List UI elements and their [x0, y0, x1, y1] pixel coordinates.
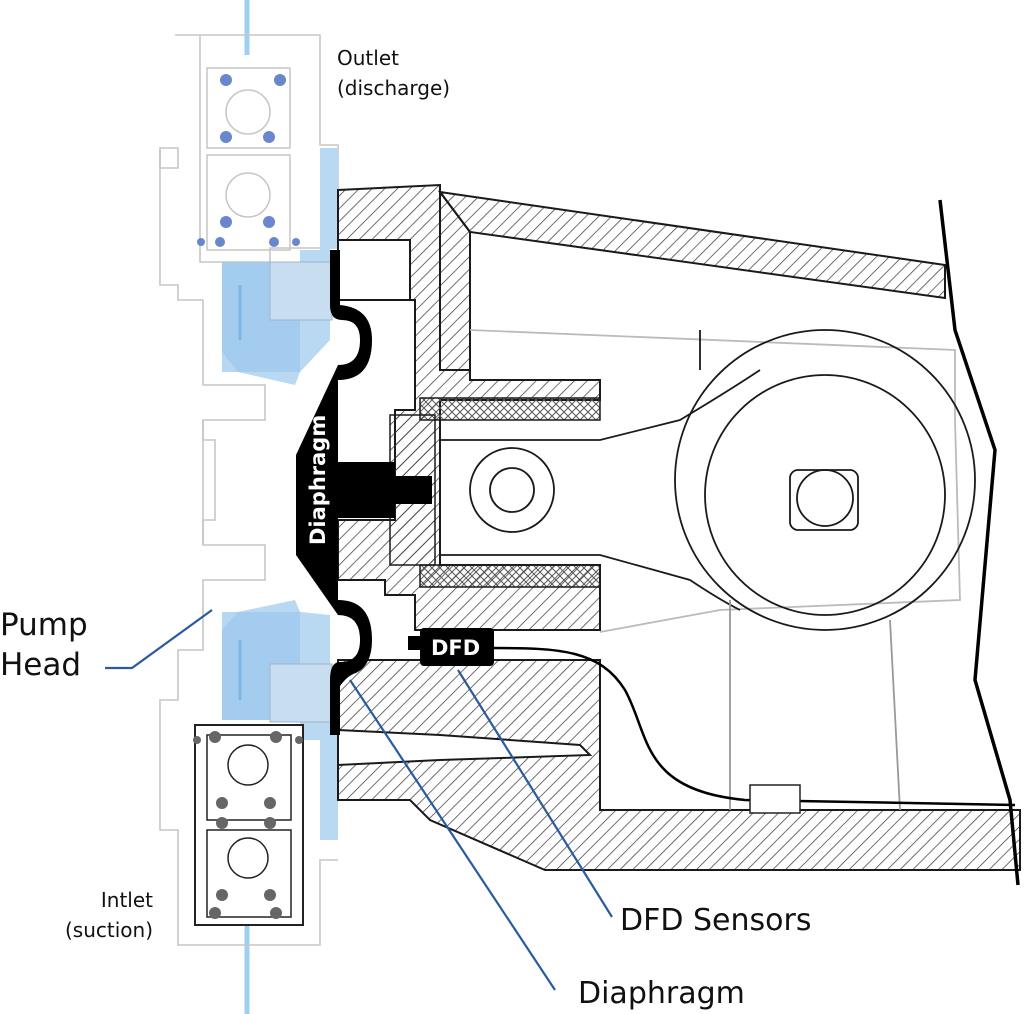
check-valve-icon [193, 724, 304, 926]
dfd-sensors-label: DFD Sensors [620, 903, 812, 938]
inlet-label-line2: (suction) [64, 918, 153, 942]
pump-head-label-line1: Pump [0, 607, 88, 643]
dfd-tag: DFD [431, 636, 480, 660]
outlet-label-line1: Outlet [337, 46, 399, 70]
fluid-chamber [222, 148, 338, 840]
casing-outline [938, 199, 1020, 886]
leader-lines [105, 609, 613, 991]
diaphragm: Diaphragm [296, 250, 432, 735]
check-valve-icon [197, 67, 300, 251]
eccentric-crank-icon [440, 329, 976, 811]
dfd-sensor: DFD [408, 628, 1016, 814]
diaphragm-inner-label: Diaphragm [306, 415, 330, 545]
pump-head-label: Pump Head [0, 605, 88, 685]
pump-head-label-line2: Head [0, 647, 82, 683]
outlet-label-line2: (discharge) [337, 76, 451, 100]
inlet-label: Intlet (suction) [58, 885, 153, 945]
pump-housing [337, 183, 1021, 871]
inlet-label-line1: Intlet [100, 888, 153, 912]
diaphragm-callout-label: Diaphragm [578, 976, 745, 1011]
outlet-label: Outlet (discharge) [337, 43, 450, 103]
